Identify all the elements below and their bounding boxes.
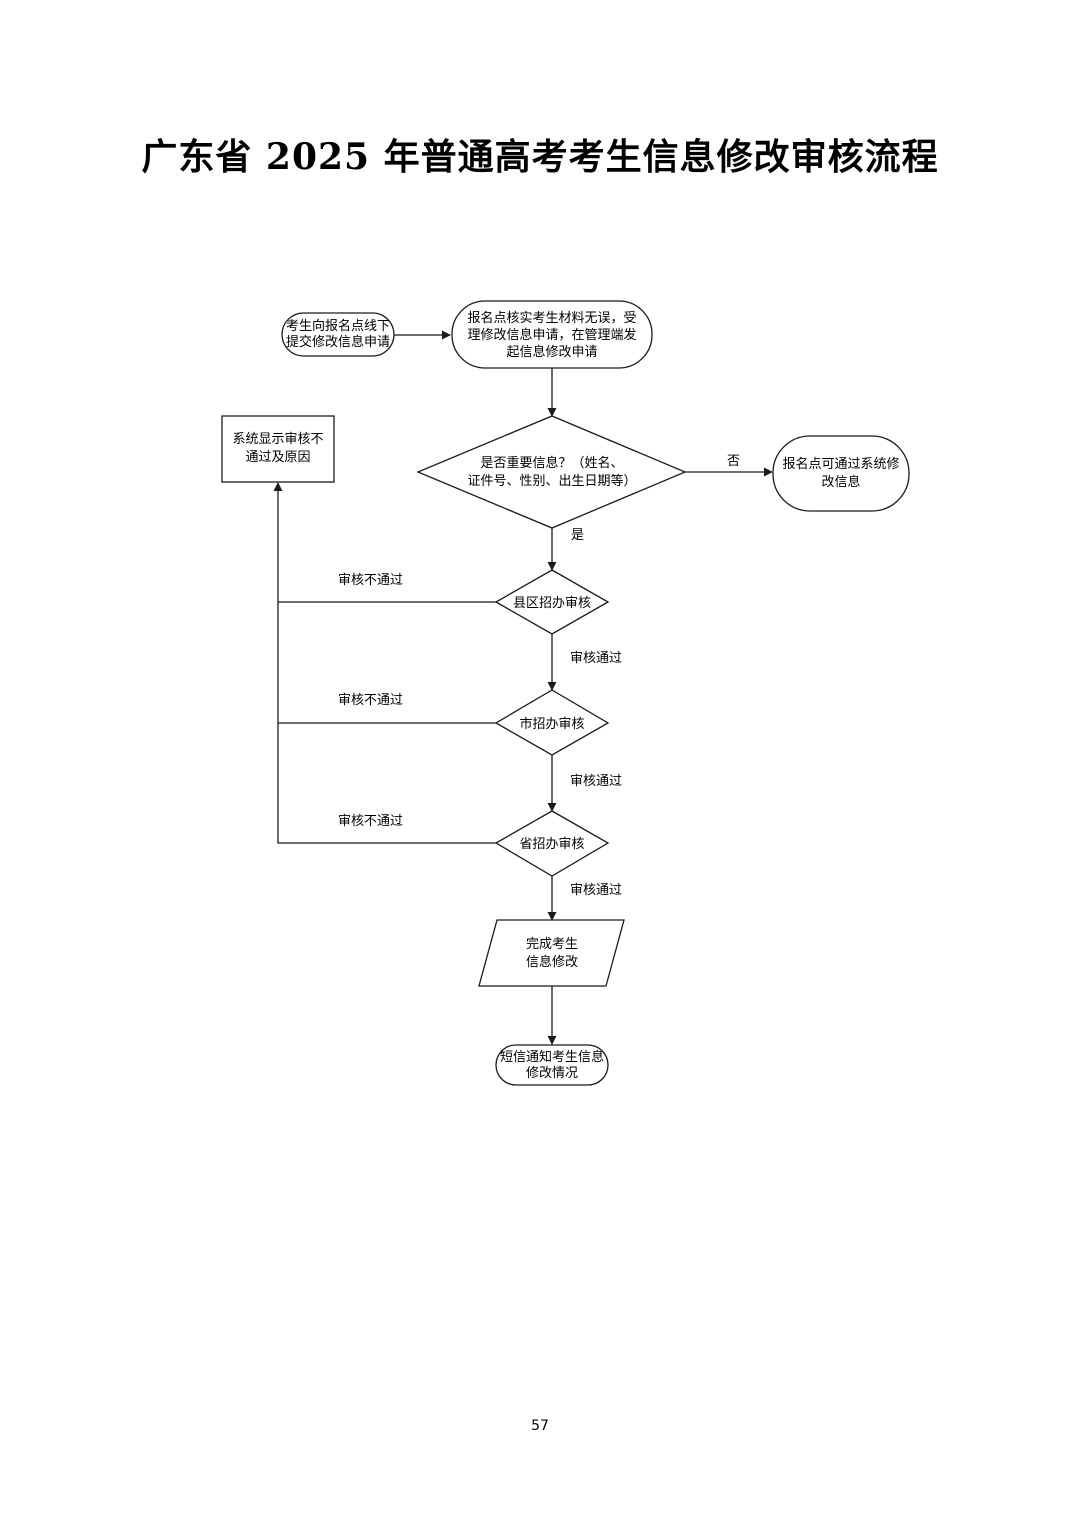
node-reject-display-line-2: 通过及原因 [245,450,310,465]
node-self-modify-line-1: 报名点可通过系统修 [782,456,899,472]
node-city-review: 市招办审核 [494,689,610,756]
label-reject-city: 审核不通过 [338,693,403,708]
node-decision: 是否重要信息？（姓名、 证件号、性别、出生日期等） [416,415,687,529]
page-title: 广东省 2025 年普通高考考生信息修改审核流程 [141,136,939,178]
node-start: 考生向报名点线下 提交修改信息申请 [281,312,395,357]
node-province-review-label: 省招办审核 [519,837,584,852]
node-city-review-label: 市招办审核 [519,716,584,732]
node-county-review: 县区招办审核 [494,569,610,635]
label-pass-county: 审核通过 [570,651,622,666]
node-sms: 短信通知考生信息 修改情况 [495,1044,609,1086]
connector-reject-province [273,482,496,844]
node-reject-display: 系统显示审核不 通过及原因 [221,415,335,483]
node-complete-line-2: 信息修改 [526,954,578,970]
label-pass-city: 审核通过 [570,774,622,789]
page-number: 57 [531,1418,549,1434]
node-verify-line-1: 报名点核实考生材料无误，受 [467,310,636,326]
node-complete: 完成考生 信息修改 [478,919,625,987]
node-complete-line-1: 完成考生 [526,937,578,952]
node-start-line-2: 提交修改信息申请 [286,334,390,350]
node-sms-line-1: 短信通知考生信息 [500,1049,604,1065]
node-sms-line-2: 修改情况 [526,1066,578,1081]
label-no: 否 [727,454,740,469]
connectors [273,330,773,1045]
node-decision-line-2: 证件号、性别、出生日期等） [467,473,636,489]
node-self-modify-line-2: 改信息 [821,474,860,490]
label-reject-province: 审核不通过 [338,814,403,829]
label-reject-county: 审核不通过 [338,573,403,588]
label-pass-province: 审核通过 [570,883,622,898]
node-county-review-label: 县区招办审核 [513,596,591,611]
label-yes: 是 [571,528,584,543]
node-reject-display-line-1: 系统显示审核不 [232,432,323,447]
node-start-line-1: 考生向报名点线下 [286,318,390,334]
node-verify: 报名点核实考生材料无误，受 理修改信息申请，在管理端发 起信息修改申请 [451,300,653,369]
node-verify-line-2: 理修改信息申请，在管理端发 [467,327,636,343]
edge-labels: 否 是 审核不通过 审核不通过 审核不通过 审核通过 审核通过 审核通过 [338,454,740,898]
node-province-review: 省招办审核 [494,810,610,877]
node-decision-line-1: 是否重要信息？（姓名、 [480,455,623,471]
node-self-modify: 报名点可通过系统修 改信息 [772,435,910,512]
node-verify-line-3: 起信息修改申请 [506,344,597,360]
